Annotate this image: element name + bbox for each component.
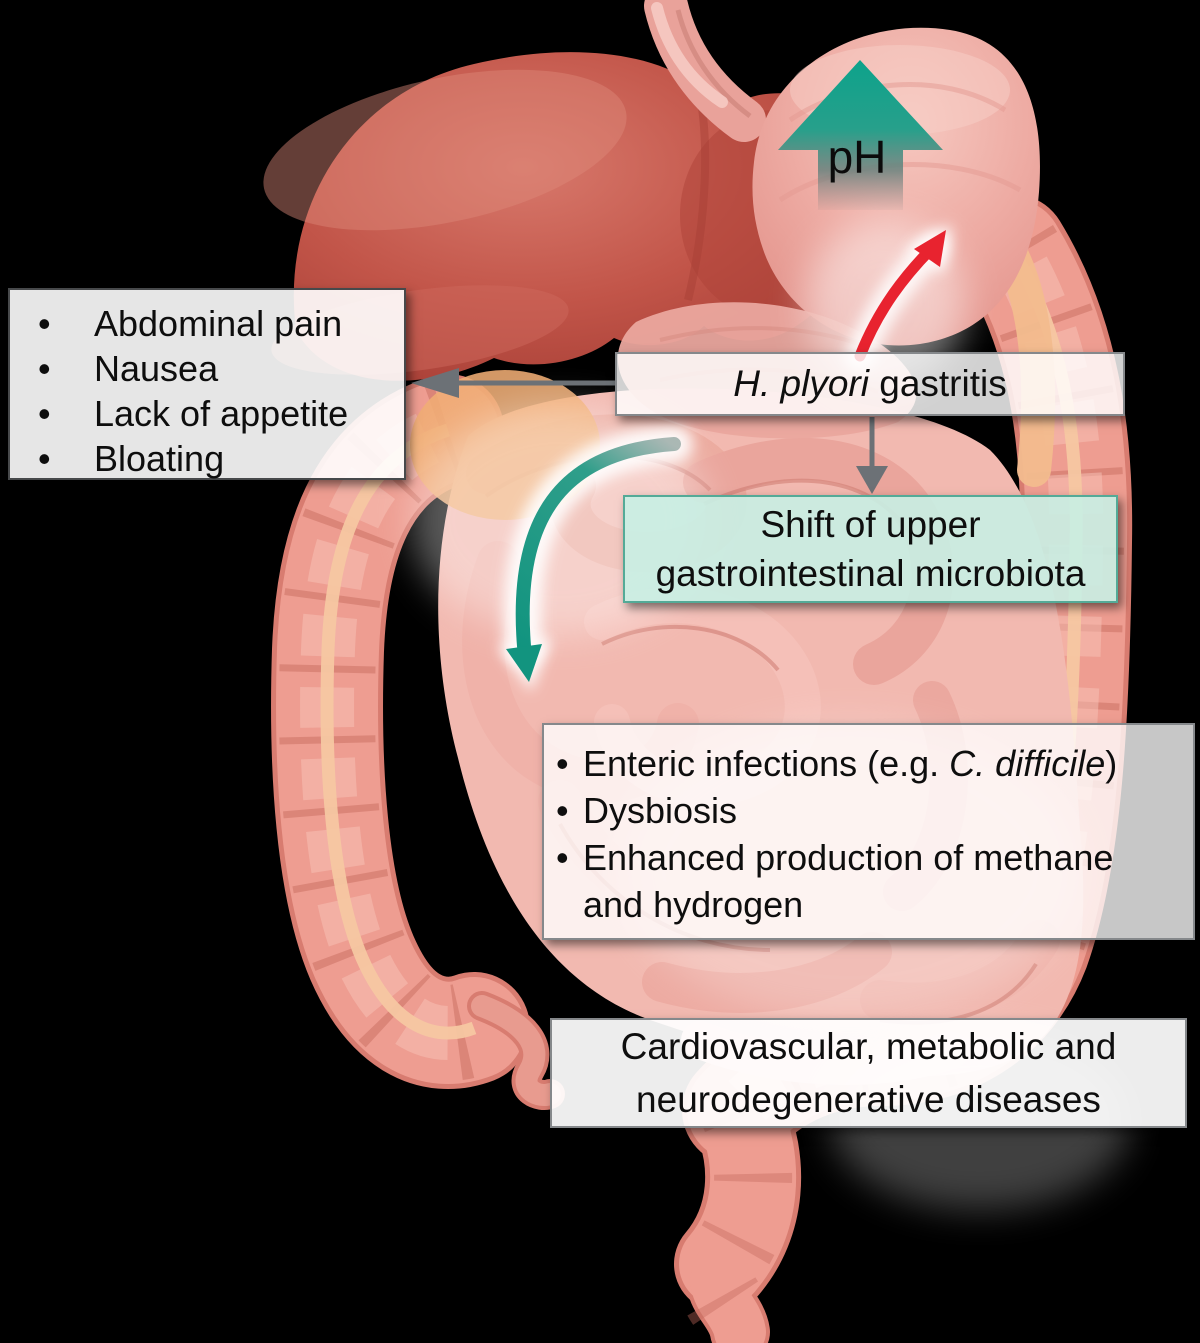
effects-box: • Enteric infections (e.g. C. difficile)… [542, 723, 1195, 940]
diseases-line-1: Cardiovascular, metabolic and [620, 1026, 1117, 1067]
effect-text-post: ) [1105, 743, 1118, 784]
effect-text: Enhanced production of methane and hydro… [583, 837, 1114, 925]
diseases-box: Cardiovascular, metabolic and neurodegen… [550, 1018, 1187, 1128]
gastritis-label: H. plyori gastritis [733, 363, 1006, 405]
ph-increase-arrow: pH [778, 60, 943, 210]
shift-line-1: Shift of upper [760, 504, 981, 545]
arrow-to-symptoms-icon [411, 368, 615, 398]
arrow-to-shift-box-icon [856, 417, 888, 494]
esophagus-illustration [644, 0, 766, 142]
symptom-text: Abdominal pain [94, 303, 343, 344]
diseases-line-2: neurodegenerative diseases [636, 1079, 1101, 1120]
shift-line-2: gastrointestinal microbiota [655, 553, 1086, 594]
ph-up-arrow-icon [778, 60, 943, 210]
bullet-icon: • [556, 837, 569, 878]
list-item: • Enhanced production of methane and hyd… [556, 834, 1187, 928]
effect-text-italic: C. difficile [949, 743, 1106, 784]
effect-text: Enteric infections (e.g. C. difficile) [583, 740, 1117, 787]
list-item: • Enteric infections (e.g. C. difficile) [556, 740, 1187, 787]
list-item: • Nausea [24, 346, 400, 391]
symptom-text: Bloating [94, 438, 225, 479]
symptoms-box: • Abdominal pain • Nausea • Lack of appe… [8, 288, 406, 480]
bullet-icon: • [38, 438, 51, 479]
gastritis-box: H. plyori gastritis [615, 352, 1125, 416]
list-item: • Abdominal pain [24, 301, 400, 346]
bullet-icon: • [556, 743, 569, 784]
gastritis-label-italic: H. plyori [733, 363, 869, 404]
effect-text: Dysbiosis [583, 790, 738, 831]
symptom-text: Lack of appetite [94, 393, 349, 434]
list-item: • Lack of appetite [24, 391, 400, 436]
list-item: • Dysbiosis [556, 787, 1187, 834]
effect-text-pre: Enteric infections (e.g. [583, 743, 950, 784]
symptom-text: Nausea [94, 348, 219, 389]
bullet-icon: • [38, 348, 51, 389]
bullet-icon: • [38, 393, 51, 434]
red-curved-arrow-icon [845, 224, 952, 371]
bullet-icon: • [556, 790, 569, 831]
ph-label: pH [828, 131, 887, 183]
shift-box: Shift of upper gastrointestinal microbio… [623, 495, 1118, 603]
list-item: • Bloating [24, 436, 400, 481]
bullet-icon: • [38, 303, 51, 344]
gastritis-label-regular: gastritis [868, 363, 1007, 404]
teal-curved-arrow-icon [498, 425, 693, 692]
